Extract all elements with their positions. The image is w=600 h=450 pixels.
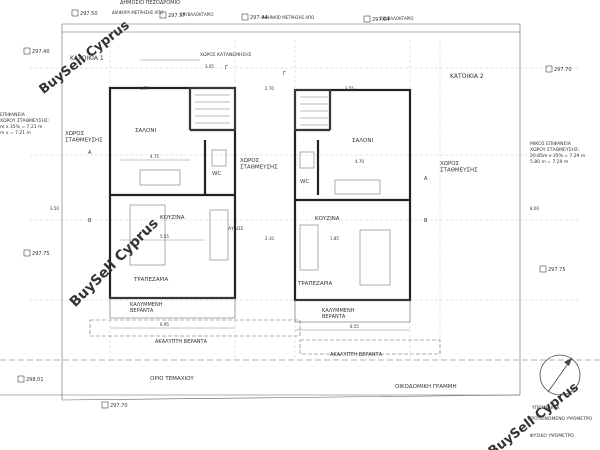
watermark-left: BuySell Cyprus bbox=[37, 18, 133, 98]
level-2: 297.57 bbox=[168, 13, 186, 19]
site-boundary bbox=[0, 23, 600, 401]
dim-10: 2.70 bbox=[265, 86, 274, 91]
unit1-parking-mid-text: ΧΩΡΟΣ bbox=[240, 158, 260, 164]
unit1-parking-text: ΧΩΡΟΣ bbox=[65, 131, 85, 137]
building-line-label: ΟΙΚΟΔΟΜΙΚΗ ΓΡΑΜΜΗ bbox=[395, 384, 457, 390]
surface-right-dims-2: 5.80 m = 7.29 m bbox=[530, 159, 568, 165]
level-5: 297.40 bbox=[32, 49, 50, 55]
surface-left-dims-2: m x = 7.21 m bbox=[0, 130, 31, 136]
grid-letter-a-right: A bbox=[424, 176, 428, 182]
surface-right-dims-1: 20.85m x 35% = 7.29 m bbox=[530, 153, 585, 159]
unit2-covered-veranda-text-line-2: ΒΕΡΑΝΤΑ bbox=[322, 314, 346, 320]
dim-11: 2.10 bbox=[265, 236, 274, 241]
dimension-lines bbox=[110, 59, 410, 331]
verandas bbox=[89, 297, 441, 355]
watermark: BuySell Cyprus BuySell Cyprus BuySell Cy… bbox=[37, 18, 582, 450]
unit2-parking-text: ΧΩΡΟΣ bbox=[440, 161, 460, 167]
unit1-dining: ΤΡΑΠΕΖΑΡΙΑ bbox=[133, 277, 169, 283]
plot-limit-label: ΟΡΙΟ ΤΕΜΑΧΙΟΥ bbox=[150, 376, 194, 382]
unit2-parking-text-line-2: ΣΤΑΘΜΕΥΣΗΣ bbox=[440, 168, 478, 174]
roadside-label-1: ΔΙΑΦΟΡΑ ΜΕΤΡΗΣΗΣ ΑΠΟ bbox=[112, 10, 163, 15]
level-8: 297.75 bbox=[548, 267, 566, 273]
roadside-label-2: ΣΚΥΒΑΛΟΚΤΑΡΙΟ bbox=[180, 12, 214, 17]
unit1-covered-veranda-text-line-2: ΒΕΡΑΝΤΑ bbox=[130, 308, 154, 314]
watermark-center: BuySell Cyprus bbox=[67, 215, 162, 310]
road-top-label: ΔΗΜΟΣΙΟ ΠΕΖΟΔΡΟΜΙΟ bbox=[120, 0, 180, 6]
labels: ΔΗΜΟΣΙΟ ΠΕΖΟΔΡΟΜΙΟ ΔΙΑΦΟΡΑ ΜΕΤΡΗΣΗΣ ΑΠΟ … bbox=[0, 0, 593, 439]
level-markers bbox=[17, 9, 553, 409]
roadside-label-4: ΣΚΥΒΑΛΟΚΤΑΡΙΟ bbox=[380, 16, 414, 21]
dim-6: 6.95 bbox=[160, 322, 169, 327]
furniture bbox=[129, 149, 391, 286]
parking-upper-label: ΧΩΡΟΣ ΚΑΤΑΝΕΜΗΣΗΣ bbox=[200, 52, 252, 58]
dim-5: 1.85 bbox=[330, 236, 339, 241]
level-7: 297.75 bbox=[32, 251, 50, 257]
level-3: 297.44 bbox=[250, 15, 268, 21]
grid-letter-b-right: B bbox=[424, 218, 428, 224]
open-veranda-2: ΑΚΑΛΥΠΤΗ ΒΕΡΑΝΤΑ bbox=[330, 352, 383, 358]
unit2-walls bbox=[293, 88, 412, 302]
dim-2: 3.05 bbox=[205, 64, 214, 69]
unit1-parking-mid-text-line-2: ΣΤΑΘΜΕΥΣΗΣ bbox=[240, 165, 278, 171]
grid-letter-a-left: A bbox=[88, 150, 92, 156]
dim-13: 8.00 bbox=[530, 206, 539, 211]
legend-header: ΥΠΟΜΝΗΜΑ bbox=[531, 405, 560, 411]
dim-3: 4.70 bbox=[355, 159, 364, 164]
unit2-label: ΚΑΤΟΙΚΙΑ 2 bbox=[450, 73, 484, 80]
grid-letter-g-right: Γ bbox=[283, 71, 286, 77]
yard-label: ΑΥΛΟΣ bbox=[228, 226, 243, 232]
unit1-label: ΚΑΤΟΙΚΙΑ 1 bbox=[70, 55, 104, 62]
unit1-kitchen: ΚΟΥΖΙΝΑ bbox=[160, 215, 185, 221]
stairs bbox=[195, 94, 328, 126]
level-9: 298.01 bbox=[26, 377, 44, 383]
unit2-wc: WC bbox=[300, 179, 309, 185]
unit1-saloni: ΣΑΛΟΝΙ bbox=[135, 128, 156, 134]
roadside-label-3: ΑΘΗΝΑΪΟ ΜΕΤΡΗΣΗΣ ΑΠΟ bbox=[262, 15, 314, 20]
unit1-walls bbox=[108, 86, 237, 300]
unit2-dining: ΤΡΑΠΕΖΑΡΙΑ bbox=[297, 281, 333, 287]
unit1-parking-text-line-2: ΣΤΑΘΜΕΥΣΗΣ bbox=[65, 138, 103, 144]
grid-letter-g-left: Γ bbox=[225, 65, 228, 71]
legend-proposed: ΠΡΟΤΕΙΝΟΜΕΝΟ ΥΨΟΜΕΤΡΟ bbox=[528, 416, 593, 422]
dim-7: 8.55 bbox=[350, 324, 359, 329]
north-arrow-icon bbox=[539, 354, 581, 396]
dim-9: 3.55 bbox=[345, 86, 354, 91]
level-6: 297.70 bbox=[554, 67, 572, 73]
level-1: 297.50 bbox=[80, 11, 98, 17]
surface-right-sub: ΧΩΡΟΥ ΣΤΑΘΜΕΥΣΗΣ: bbox=[530, 147, 579, 153]
dim-8: 4.77 bbox=[140, 86, 149, 91]
watermark-right: BuySell Cyprus bbox=[486, 380, 582, 450]
legend-natural: ΦΥΣΙΚΟ ΥΨΟΜΕΤΡΟ bbox=[530, 433, 574, 439]
open-veranda-1: ΑΚΑΛΥΠΤΗ ΒΕΡΑΝΤΑ bbox=[155, 339, 208, 345]
unit1-wc: WC bbox=[212, 171, 221, 177]
unit2-kitchen: ΚΟΥΖΙΝΑ bbox=[315, 216, 340, 222]
level-4: 297.64 bbox=[372, 17, 390, 23]
unit1-covered-veranda-text: ΚΑΛΥΜΜΕΝΗ bbox=[130, 302, 163, 308]
dim-12: 3.50 bbox=[50, 206, 59, 211]
surface-left-dims-1: m x 35% = 7.21 m bbox=[0, 124, 42, 130]
unit2-covered-veranda-text: ΚΑΛΥΜΜΕΝΗ bbox=[322, 308, 355, 314]
surface-left-sub: ΧΩΡΟΥ ΣΤΑΘΜΕΥΣΗΣ: bbox=[0, 118, 49, 124]
level-10: 297.70 bbox=[110, 403, 128, 409]
surface-right-title: ΜΙΚΟΣ ΕΠΙΦΑΝΕΙΑ bbox=[530, 141, 572, 147]
unit2-saloni: ΣΑΛΟΝΙ bbox=[352, 138, 373, 144]
dim-1: 4.75 bbox=[150, 154, 159, 159]
surface-left-title: ΕΠΙΦΑΝΕΙΑ bbox=[0, 112, 26, 118]
grid-letter-b-left: B bbox=[88, 218, 92, 224]
dim-4: 5.55 bbox=[160, 234, 169, 239]
